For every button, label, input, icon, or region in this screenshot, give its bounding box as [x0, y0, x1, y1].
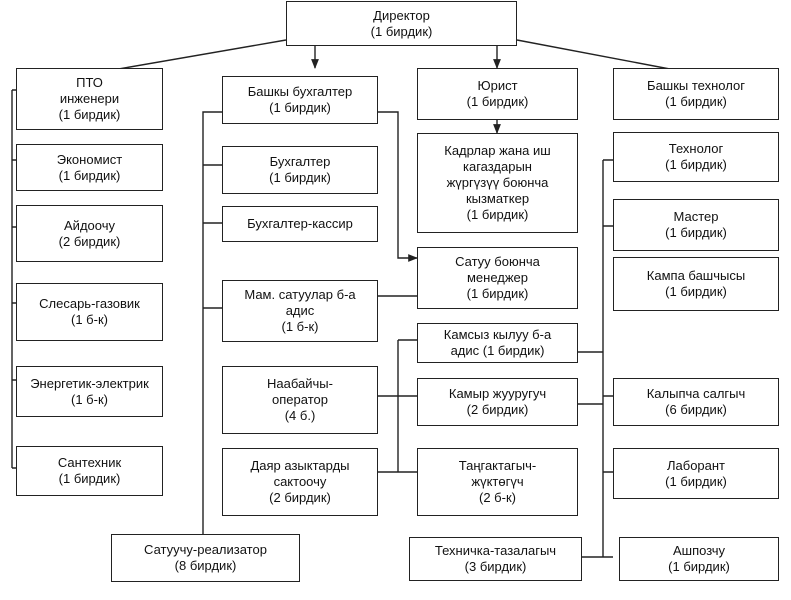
node-text-line: (4 б.) [284, 408, 316, 423]
node-text-line: инженери [59, 91, 120, 106]
node-text-line: Кадрлар жана иш [444, 143, 551, 158]
node-director: Директор(1 бирдик) [286, 1, 517, 46]
node-economist: Экономист(1 бирдик) [16, 144, 163, 191]
node-text-line: (1 б-к) [71, 312, 108, 327]
node-text-line: Бухгалтер [269, 154, 331, 169]
node-text-line: (2 бирдик) [269, 490, 331, 505]
node-text-line: Кампа башчысы [646, 268, 746, 283]
node-driver: Айдоочу(2 бирдик) [16, 205, 163, 262]
node-text-line: Камыр жууругуч [448, 386, 547, 401]
node-lawyer: Юрист(1 бирдик) [417, 68, 578, 120]
connector-accountant-sales [378, 111, 418, 262]
node-text-line: (1 бирдик) [665, 284, 727, 299]
node-text-line: (1 б-к) [71, 391, 108, 407]
node-text-line: (1 б-к) [281, 319, 319, 334]
node-text-line: (1 бирдик) [269, 100, 331, 115]
node-text-line: (1 бирдик) [58, 167, 121, 183]
bracket-pto [11, 89, 16, 469]
node-text-line: (1 бирдик) [665, 225, 727, 240]
node-text-line: Башкы технолог [647, 78, 745, 93]
node-text-line: Технолог [668, 141, 724, 156]
node-text-line: жүктөгүч [471, 474, 524, 489]
node-text-line: Сатуу боюнча [455, 254, 540, 269]
node-text-line: Мастер [673, 209, 719, 224]
node-text-line: (1 бирдик) [466, 286, 529, 301]
node-moulder: Калыпча салгыч(6 бирдик) [613, 378, 779, 426]
node-gas-fitter: Слесарь-газовик(1 б-к) [16, 283, 163, 341]
node-text-line: (2 бирдик) [466, 402, 529, 417]
node-text-line: Наабайчы- [267, 376, 333, 391]
node-text-line: (1 бирдик) [668, 559, 730, 574]
node-text-line: Камсыз кылуу б-а [443, 327, 552, 342]
node-text-line: Лаборант [666, 457, 726, 473]
node-text-line: Даяр азыктарды [250, 458, 350, 473]
node-chief-accountant: Башкы бухгалтер(1 бирдик) [222, 76, 378, 124]
node-text-line: кызматкер [465, 191, 530, 206]
node-text-line: Слесарь-газовик [39, 296, 140, 311]
node-text-line: (1 бирдик) [58, 107, 121, 122]
node-text-line: Башкы бухгалтер [247, 84, 353, 99]
node-text-line: адис [285, 303, 315, 318]
node-text-line: Экономист [56, 151, 123, 167]
connector-right-branches [603, 159, 613, 558]
node-text-line: (1 бирдик) [665, 473, 727, 489]
node-text-line: Сатуучу-реализатор [144, 542, 267, 557]
node-text-line: Таңгактагыч- [458, 458, 537, 473]
connector-accountant-seller [202, 111, 222, 543]
node-plumber: Сантехник(1 бирдик) [16, 446, 163, 496]
node-text-line: сактоочу [273, 474, 327, 489]
node-text-line: (1 бирдик) [665, 94, 727, 109]
node-text-line: Мам. сатуулар б-а [244, 287, 356, 302]
node-text-line: (1 бирдик) [466, 207, 529, 222]
node-text-line: Айдоочу [64, 217, 115, 233]
node-power-electrician: Энергетик-электрик(1 б-к) [16, 366, 163, 417]
node-lab-assistant: Лаборант(1 бирдик) [613, 448, 779, 499]
node-text-line: (1 бирдик) [665, 157, 727, 172]
node-text-line: (8 бирдик) [174, 558, 237, 573]
node-master: Мастер(1 бирдик) [613, 199, 779, 251]
node-text-line: Энергетик-электрик [30, 375, 149, 391]
node-text-line: жүргүзүү боюнча [446, 175, 549, 190]
node-text-line: Калыпча салгыч [646, 386, 746, 401]
node-accountant-cashier: Бухгалтер-кассир [222, 206, 378, 242]
node-text-line: кагаздарын [463, 159, 532, 174]
node-chief-technologist: Башкы технолог(1 бирдик) [613, 68, 779, 120]
node-text-line: (3 бирдик) [464, 559, 527, 574]
node-text-line: ПТО [76, 75, 103, 90]
node-text-line: (1 бирдик) [370, 23, 433, 39]
node-camp-head: Кампа башчысы(1 бирдик) [613, 257, 779, 311]
node-text-line: Ашпозчу [672, 543, 726, 558]
node-cleaner: Техничка-тазалагыч(3 бирдик) [409, 537, 582, 581]
node-text-line: Сантехник [57, 455, 122, 470]
node-cook: Ашпозчу(1 бирдик) [619, 537, 779, 581]
connector-mid-vertical [397, 339, 417, 472]
node-text-line: (1 бирдик) [269, 170, 331, 185]
node-text-line: менеджер [466, 270, 529, 285]
node-text-line: (1 бирдик) [466, 94, 529, 109]
node-text-line: оператор [272, 392, 328, 407]
node-dough-kneader: Камыр жууругуч(2 бирдик) [417, 378, 578, 426]
node-seller: Сатуучу-реализатор(8 бирдик) [111, 534, 300, 582]
node-text-line: адис (1 бирдик) [450, 343, 545, 358]
node-text-line: (1 бирдик) [58, 471, 121, 486]
node-text-line: (2 бирдик) [58, 233, 121, 249]
node-text-line: Юрист [477, 78, 518, 93]
node-text-line: Техничка-тазалагыч [434, 543, 557, 558]
node-accountant: Бухгалтер(1 бирдик) [222, 146, 378, 194]
node-bakery-operator: Наабайчы-оператор(4 б.) [222, 366, 378, 434]
node-text-line: Бухгалтер-кассир [247, 216, 353, 231]
connector-accountant-branches [203, 164, 222, 309]
node-packer-loader: Таңгактагыч-жүктөгүч(2 б-к) [417, 448, 578, 516]
node-text-line: (6 бирдик) [665, 402, 727, 417]
node-text-line: (2 б-к) [479, 490, 516, 505]
node-text-line: Директор [373, 7, 430, 23]
node-technologist: Технолог(1 бирдик) [613, 132, 779, 182]
